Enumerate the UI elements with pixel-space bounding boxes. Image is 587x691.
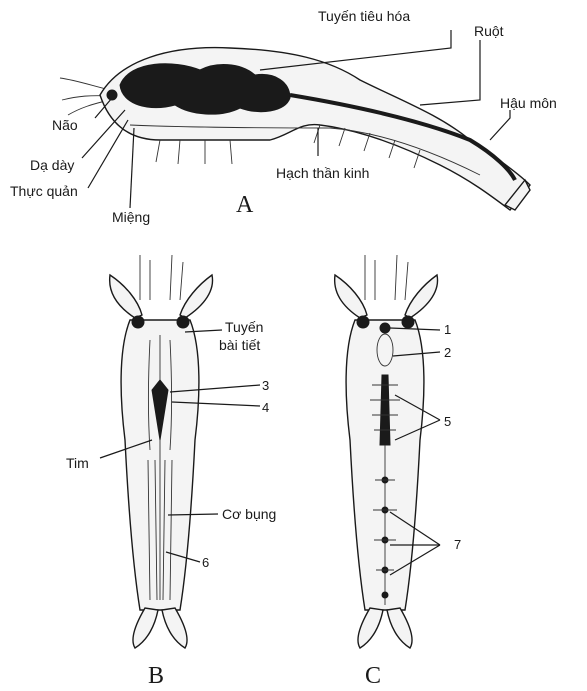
label-b-6: 6 bbox=[202, 555, 209, 570]
eye-left-c bbox=[357, 316, 369, 328]
label-intestine: Ruột bbox=[474, 23, 504, 39]
figure-c-ventral-view: 1 2 5 7 C bbox=[335, 255, 462, 689]
figure-letter-b: B bbox=[148, 663, 164, 689]
label-excretory-gland-line1: Tuyến bbox=[225, 319, 263, 335]
label-c-5: 5 bbox=[444, 414, 451, 429]
label-mouth: Miệng bbox=[112, 209, 150, 225]
figure-a-side-view: Tuyến tiêu hóa Ruột Hậu môn Não Dạ dày T… bbox=[10, 8, 557, 225]
label-esophagus: Thực quản bbox=[10, 183, 78, 199]
label-anus: Hậu môn bbox=[500, 95, 557, 111]
label-excretory-gland-line2: bài tiết bbox=[219, 337, 260, 353]
label-c-1: 1 bbox=[444, 322, 451, 337]
label-c-2: 2 bbox=[444, 345, 451, 360]
label-b-3: 3 bbox=[262, 378, 269, 393]
thoracic-ganglia bbox=[380, 375, 390, 445]
brain-c-organ bbox=[380, 323, 390, 333]
label-abdominal-muscle: Cơ bụng bbox=[222, 506, 276, 522]
label-digestive-gland: Tuyến tiêu hóa bbox=[318, 8, 410, 24]
label-brain: Não bbox=[52, 117, 78, 133]
label-b-4: 4 bbox=[262, 400, 269, 415]
eye-right-b bbox=[177, 316, 189, 328]
eye-left-b bbox=[132, 316, 144, 328]
figure-b-dorsal-view: Tuyến bài tiết 3 4 Tim Cơ bụng 6 B bbox=[66, 255, 276, 689]
eye-right-c bbox=[402, 316, 414, 328]
label-heart: Tim bbox=[66, 455, 89, 471]
label-nerve-cord: Hạch thần kinh bbox=[276, 165, 369, 181]
figure-letter-a: A bbox=[236, 192, 254, 218]
label-c-7: 7 bbox=[454, 537, 461, 552]
label-stomach: Dạ dày bbox=[30, 157, 74, 173]
figure-letter-c: C bbox=[365, 663, 381, 689]
